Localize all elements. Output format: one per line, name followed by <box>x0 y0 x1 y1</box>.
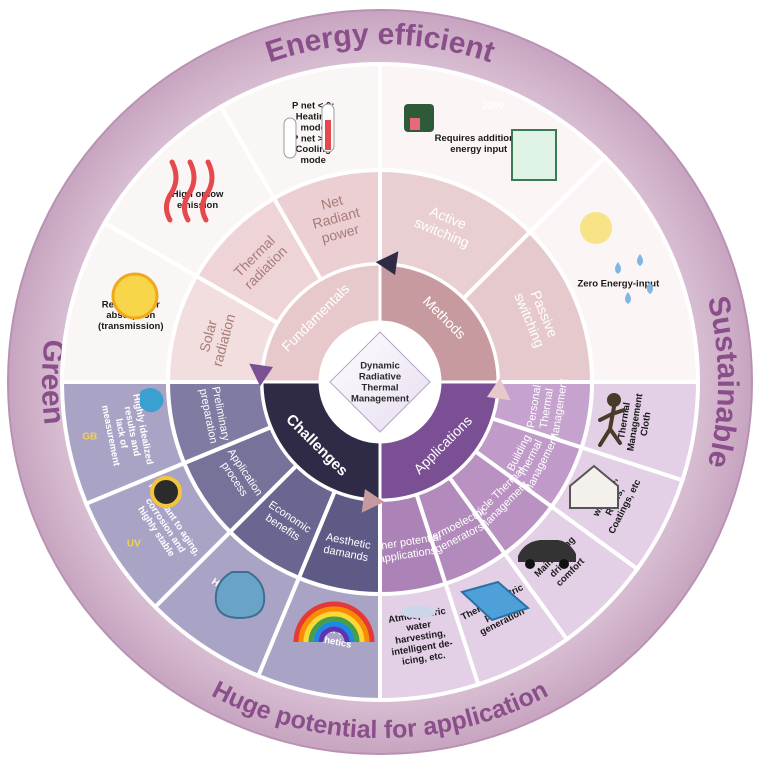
rainbow-icon <box>318 626 350 643</box>
detail-label-line: P net > 0: <box>292 133 334 144</box>
detail-label-line: mode <box>301 155 326 166</box>
rainbow-icon <box>313 621 355 643</box>
sun-rain-icon <box>580 212 612 244</box>
category-label: PersonalThermalManagement <box>523 374 570 443</box>
house-icon <box>569 464 619 509</box>
thermoelectric-icon <box>460 580 530 622</box>
runner-icon <box>607 393 621 407</box>
detail-label-line: water <box>405 619 433 634</box>
detail-label: Zero Energy-input <box>577 278 660 289</box>
cycle-arrow-icon <box>486 377 511 401</box>
car-icon <box>525 559 535 569</box>
car-icon <box>559 559 569 569</box>
runner-icon <box>598 405 626 447</box>
sun-icon <box>111 272 159 320</box>
quadrant-sector-challenges[interactable] <box>260 380 382 502</box>
detail-badge: GB <box>82 432 97 443</box>
rainbow-icon <box>303 611 365 643</box>
center-title-line: Dynamic <box>360 360 400 371</box>
thermometer-icon <box>325 120 331 150</box>
center-title-line: Thermal <box>362 382 399 393</box>
detail-ring: Reflection orabsorption(transmission)Hig… <box>59 61 701 703</box>
world-map-icon <box>140 388 164 413</box>
category-ring: SolarradiationThermalradiationNetRadiant… <box>165 167 595 597</box>
detail-label-line: Requires additional <box>435 133 523 144</box>
thermometer-icon <box>283 117 297 159</box>
detail-label-line: Zero Energy-input <box>577 278 660 289</box>
quadrant-sector-fundamentals[interactable] <box>260 262 382 384</box>
heat-waves-icon <box>182 159 197 223</box>
detail-label-line: (transmission) <box>98 321 163 332</box>
uv-icon <box>150 476 182 508</box>
water-icon <box>400 606 436 618</box>
rainbow-icon <box>308 616 360 643</box>
detail-label-line: energy input <box>450 144 508 155</box>
detail-label-line: emission <box>177 200 218 211</box>
detail-badge: 220v <box>482 101 505 112</box>
center-title-line: Radiative <box>359 371 401 382</box>
heat-waves-icon <box>200 159 215 223</box>
quadrant-sector-applications[interactable] <box>378 380 500 502</box>
category-label-line: Net <box>319 191 344 212</box>
detail-label-line: Cooling <box>296 144 332 155</box>
rainbow-icon <box>298 606 370 643</box>
window-icon <box>511 129 557 181</box>
detail-label-line: mode <box>301 122 326 133</box>
detail-label-line: High or low <box>172 189 224 200</box>
detail-label-line: Heating <box>296 111 331 122</box>
sun-rain-icon <box>637 254 643 266</box>
cycle-arrow-icon <box>249 363 274 387</box>
sun-rain-icon <box>625 292 631 304</box>
cycle-arrow-icon <box>361 488 385 513</box>
detail-label-line: P net < 0: <box>292 100 334 111</box>
car-icon <box>518 540 576 562</box>
center-diamond <box>329 331 431 433</box>
cycle-arrow-icon <box>375 251 399 276</box>
money-bag-icon <box>214 571 266 620</box>
sun-rain-icon <box>615 262 621 274</box>
detail-badge: UV <box>127 538 141 549</box>
center-title-line: Management <box>351 393 410 404</box>
quadrant-sector-methods[interactable] <box>378 262 500 384</box>
detail-label-line: Cloth <box>638 411 653 437</box>
heat-waves-icon <box>164 159 179 223</box>
rainbow-icon <box>293 601 375 643</box>
power-switch-icon <box>410 118 420 130</box>
sun-rain-icon <box>647 282 653 294</box>
